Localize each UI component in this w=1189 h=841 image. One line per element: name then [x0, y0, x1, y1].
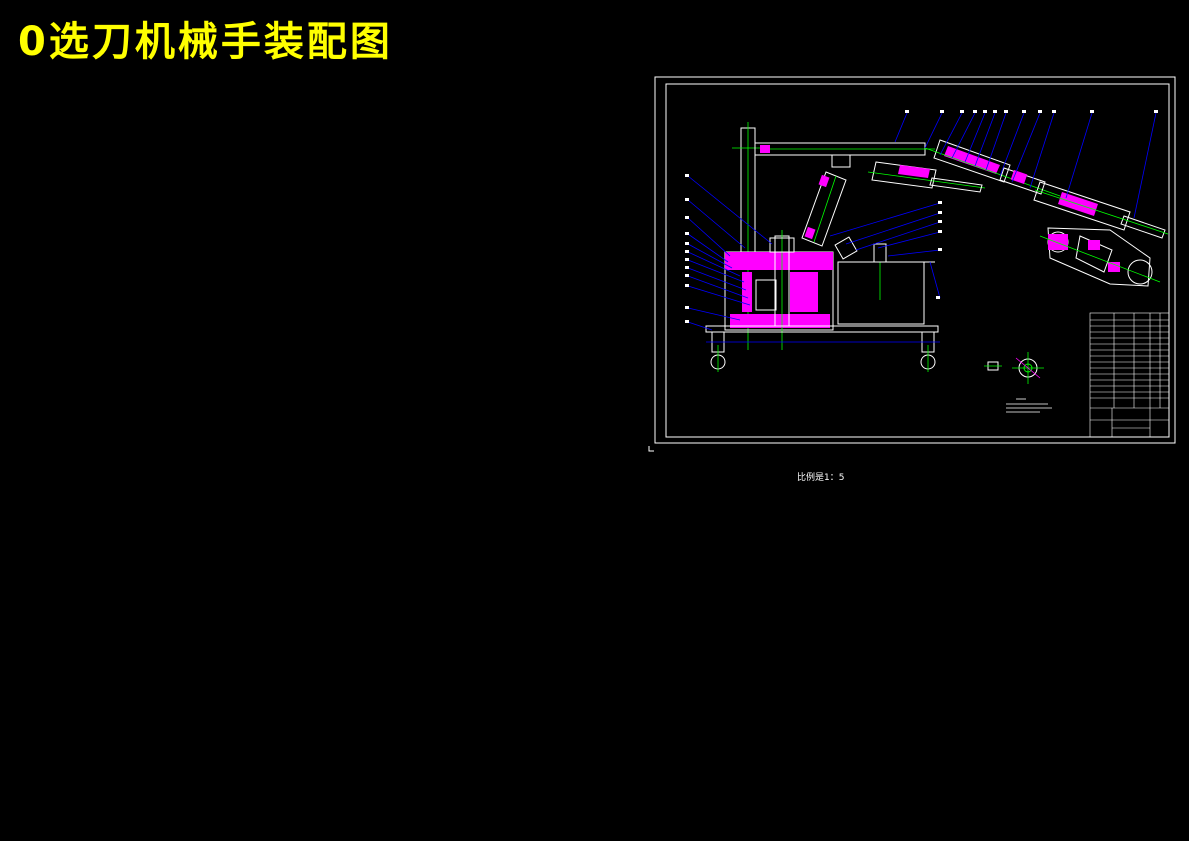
- right-leader-lines: [829, 202, 941, 299]
- section-view-small: [984, 352, 1044, 384]
- top-balloon-marks: [905, 110, 1158, 113]
- right-balloon-marks: [936, 201, 942, 299]
- gripper-detail: [1039, 227, 1161, 287]
- sheet-corner-mark: [648, 446, 654, 452]
- top-leader-lines: [894, 112, 1157, 219]
- left-balloon-marks: [685, 174, 689, 323]
- left-leader-lines: [687, 175, 773, 331]
- side-box: [834, 236, 935, 325]
- wrist-cylinder: [1033, 181, 1169, 239]
- forearm-cylinder-1: [867, 161, 986, 193]
- sheet-outer-border: [654, 76, 1176, 444]
- sheet-inner-border: [665, 83, 1170, 438]
- title-block: [1089, 312, 1170, 438]
- base-plate: [705, 325, 940, 372]
- horizontal-arm: [754, 142, 935, 168]
- support-cylinder: [801, 171, 847, 247]
- base-housing: [724, 230, 834, 350]
- scale-note: 比例是1：5: [797, 473, 845, 483]
- technical-notes: [1006, 398, 1052, 413]
- page-title: 0选刀机械手装配图: [18, 19, 393, 65]
